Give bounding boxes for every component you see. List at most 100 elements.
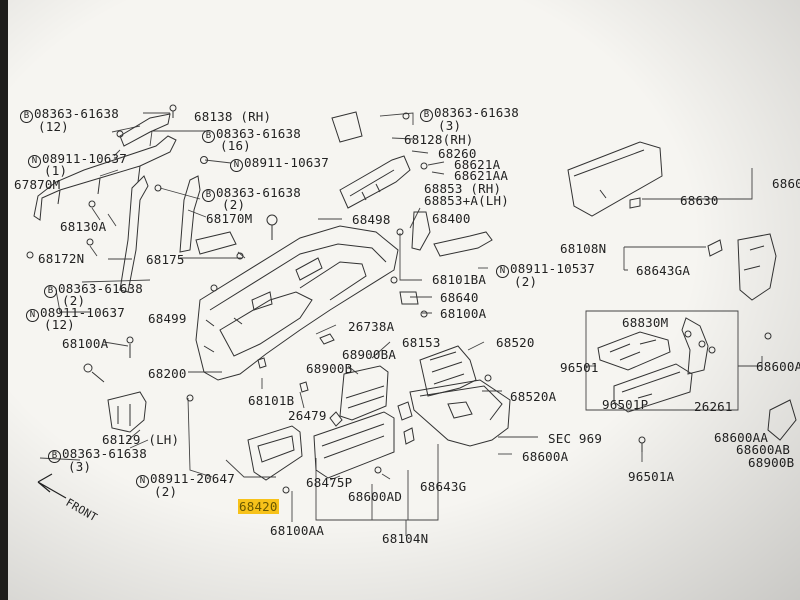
part-label[interactable]: 68475P [306,475,353,490]
part-label[interactable]: 26479 [288,408,327,423]
part-label[interactable]: 68600 [772,176,800,191]
part-label[interactable]: 96501A [628,469,675,484]
part-label[interactable]: 68900B [748,455,795,470]
part-qty: (16) [220,138,251,153]
nut-symbol-icon: N [28,155,41,168]
part-label[interactable]: 68853 (RH) [424,181,502,196]
part-label[interactable]: 68621AA [454,168,509,183]
bolt-symbol-icon: B [420,109,433,122]
part-qty: (2) [514,274,538,289]
part-number: 08363-61638 [434,105,519,120]
part-label[interactable]: 68600A [756,359,800,374]
part-number: 08911-10637 [42,151,127,166]
highlighted-part-number: 68420 [238,499,279,514]
part-label[interactable]: 68900BA [342,347,397,362]
part-label[interactable]: 68400 [432,211,471,226]
part-label[interactable]: 26261 [694,399,733,414]
part-label[interactable]: SEC 969 [548,431,603,446]
part-label[interactable]: 68100A [440,306,487,321]
center-console-68520 [409,345,511,447]
part-number: 08911-10637 [244,155,329,170]
cluster-lid-68420 [247,425,303,481]
part-label[interactable]: 67870M [14,177,61,192]
part-label[interactable]: 68630 [680,193,719,208]
nut-symbol-icon: N [230,159,243,172]
part-label[interactable]: 68128(RH) [404,132,474,147]
part-label[interactable]: 68600AB [736,442,791,457]
part-qty: (3) [438,118,462,133]
part-label[interactable]: 68643GA [636,263,691,278]
part-label[interactable]: 68520A [510,389,557,404]
part-label[interactable]: 96501 [560,360,599,375]
part-label[interactable]: 68104N [382,531,429,546]
part-label[interactable]: 68640 [440,290,479,305]
bolt-symbol-icon: B [44,285,57,298]
part-label[interactable]: 68101BA [432,272,487,287]
part-label[interactable]: 68172N [38,251,85,266]
part-label[interactable]: 68600A [522,449,569,464]
part-label[interactable]: 68853+A(LH) [424,193,509,208]
part-number: 08911-10637 [40,305,125,320]
bolt-symbol-icon: B [202,130,215,143]
part-label[interactable]: 68600AA [714,430,769,445]
part-qty: (2) [62,293,86,308]
part-label[interactable]: 68260 [438,146,477,161]
dash-reinforcement-parts [33,113,237,433]
center-stack-68104N [313,365,415,479]
part-number: 08363-61638 [216,185,301,200]
part-number: 08363-61638 [216,126,301,141]
control-unit-96501 [597,317,797,441]
part-label[interactable]: 68129 (LH) [102,432,180,447]
part-label[interactable]: 68170M [206,211,253,226]
part-number: 08363-61638 [62,446,147,461]
part-label[interactable]: 68499 [148,311,187,326]
part-label-highlighted[interactable]: 68420 [238,499,279,514]
part-label[interactable]: 68643G [420,479,467,494]
fasteners [26,104,772,494]
bolt-symbol-icon: B [48,450,61,463]
part-label[interactable]: 68621A [454,157,501,172]
part-number: 08363-61638 [34,106,119,121]
part-label[interactable]: 68830M [622,315,669,330]
bolt-symbol-icon: B [20,110,33,123]
part-label[interactable]: 68100AA [270,523,325,538]
part-label[interactable]: 96501P [602,397,649,412]
part-qty: (2) [222,197,246,212]
part-label[interactable]: 68101B [248,393,295,408]
part-label[interactable]: 68900B [306,361,353,376]
part-label[interactable]: 68498 [352,212,391,227]
part-label[interactable]: 68100A [62,336,109,351]
part-number: 08911-20647 [150,471,235,486]
part-label[interactable]: 68600AD [348,489,403,504]
right-side-brackets [331,111,493,305]
part-label[interactable]: 68520 [496,335,535,350]
part-label[interactable]: 68138 (RH) [194,109,272,124]
part-label[interactable]: 68153 [402,335,441,350]
part-qty: (1) [44,163,68,178]
nut-symbol-icon: N [26,309,39,322]
dashboard-exploded-view [26,104,797,536]
part-qty: (12) [44,317,75,332]
part-label[interactable]: 68130A [60,219,107,234]
part-qty: (2) [154,484,178,499]
part-label[interactable]: 68108N [560,241,607,256]
nut-symbol-icon: N [496,265,509,278]
part-qty: (12) [38,119,69,134]
instrument-panel-68200 [195,225,399,381]
part-label[interactable]: 26738A [348,319,395,334]
part-label[interactable]: 68175 [146,252,185,267]
glove-box-68630 [567,141,777,301]
part-qty: (3) [68,459,92,474]
part-label[interactable]: 68200 [148,366,187,381]
